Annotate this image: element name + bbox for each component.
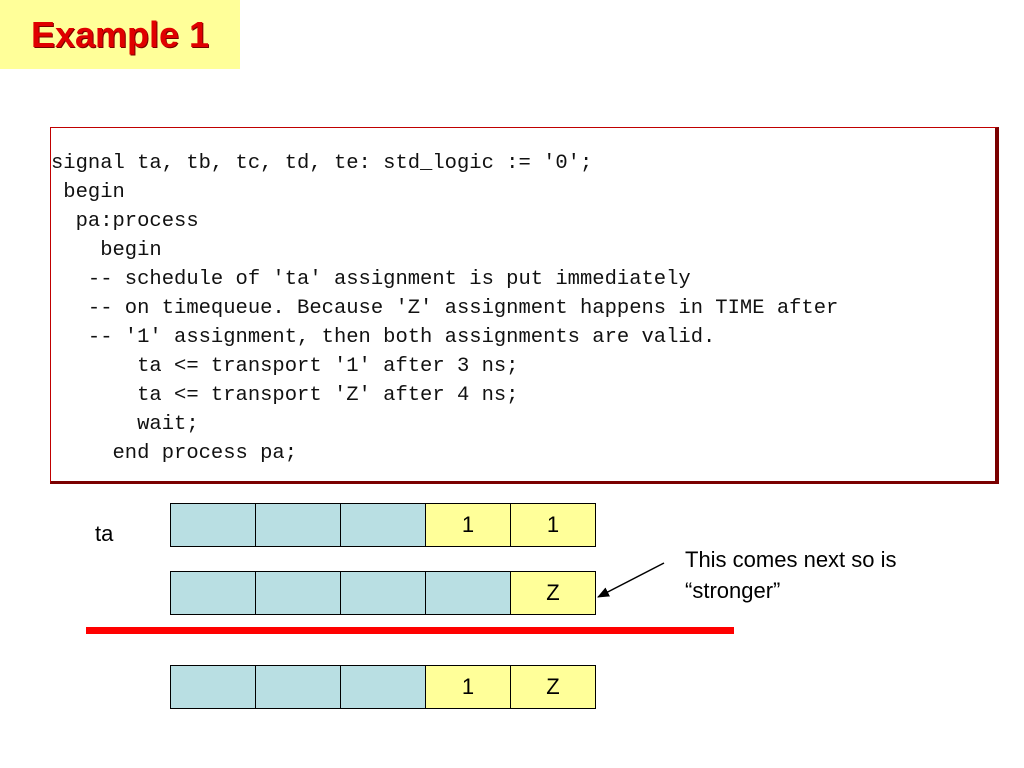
queue-cell: 1 <box>510 503 596 547</box>
time-queue-row-2: Z <box>170 571 596 615</box>
time-queue-row-3: 1 Z <box>170 665 596 709</box>
queue-cell <box>255 503 341 547</box>
code-line: pa:process <box>51 210 199 233</box>
signal-label: ta <box>95 521 114 546</box>
note-line-1: This comes next so is <box>685 547 897 572</box>
code-panel: signal ta, tb, tc, td, te: std_logic := … <box>50 127 999 484</box>
code-line: ta <= transport '1' after 3 ns; <box>51 355 519 378</box>
note-line-2: “stronger” <box>685 578 781 603</box>
queue-cell <box>425 571 511 615</box>
queue-cell <box>340 571 426 615</box>
queue-cell <box>255 665 341 709</box>
queue-cell <box>340 665 426 709</box>
queue-cell <box>170 571 256 615</box>
title-box: Example 1 <box>0 0 240 69</box>
code-line: ta <= transport 'Z' after 4 ns; <box>51 384 519 407</box>
code-line: wait; <box>51 413 199 436</box>
red-divider-line <box>86 627 734 634</box>
queue-cell <box>255 571 341 615</box>
queue-cell <box>340 503 426 547</box>
time-queue-row-1: 1 1 <box>170 503 596 547</box>
queue-cell: 1 <box>425 503 511 547</box>
queue-cell <box>170 665 256 709</box>
queue-cell: Z <box>510 665 596 709</box>
code-line: end process pa; <box>51 442 298 465</box>
code-line: signal ta, tb, tc, td, te: std_logic := … <box>51 152 593 175</box>
slide-title: Example 1 <box>30 13 210 55</box>
queue-cell: 1 <box>425 665 511 709</box>
code-line: -- '1' assignment, then both assignments… <box>51 326 716 349</box>
code-line: -- schedule of 'ta' assignment is put im… <box>51 268 691 291</box>
annotation-note: This comes next so is “stronger” <box>685 544 897 606</box>
code-line: begin <box>51 181 125 204</box>
code-line: begin <box>51 239 162 262</box>
code-line: -- on timequeue. Because 'Z' assignment … <box>51 297 839 320</box>
queue-cell <box>170 503 256 547</box>
queue-cell: Z <box>510 571 596 615</box>
